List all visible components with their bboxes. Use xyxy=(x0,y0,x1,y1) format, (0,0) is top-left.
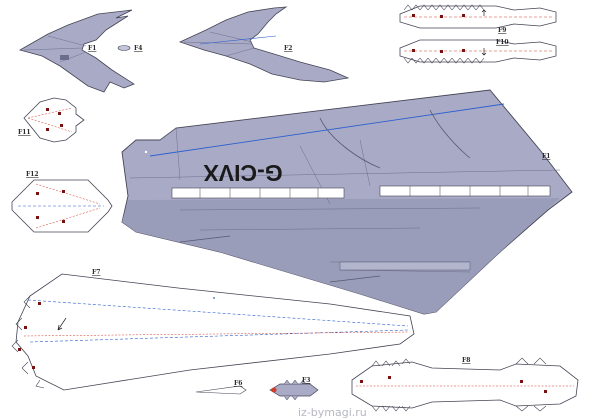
part-label: F1 xyxy=(88,45,96,52)
part-f2: F2 xyxy=(178,6,350,83)
part-label: F12 xyxy=(26,171,39,178)
part-f7: F7 xyxy=(11,269,415,391)
part-f4: F4 xyxy=(117,45,142,52)
part-f3: F3 xyxy=(269,377,319,401)
part-f1-small: F1 xyxy=(18,9,135,93)
part-label: F6 xyxy=(234,380,242,387)
part-f1-wing: G-CIVX F1 xyxy=(121,89,573,315)
part-label: F3 xyxy=(302,377,310,384)
part-label: F7 xyxy=(92,269,100,276)
watermark-text: iz-bymagi.ru xyxy=(298,406,367,419)
part-f6: F6 xyxy=(195,380,247,395)
part-f9: F9 xyxy=(399,4,557,34)
part-f10: F10 xyxy=(399,39,557,64)
part-label: F2 xyxy=(284,45,292,52)
part-label: F8 xyxy=(462,357,470,364)
registration-marking: G-CIVX xyxy=(203,160,283,186)
part-label: F11 xyxy=(18,129,31,136)
part-label: F10 xyxy=(496,39,509,46)
part-f11: F11 xyxy=(18,97,85,143)
part-label: F4 xyxy=(134,45,142,52)
part-label: F9 xyxy=(498,27,506,34)
part-f8: F8 xyxy=(351,357,579,412)
part-f12: F12 xyxy=(11,171,113,233)
part-label: F1 xyxy=(542,153,550,160)
